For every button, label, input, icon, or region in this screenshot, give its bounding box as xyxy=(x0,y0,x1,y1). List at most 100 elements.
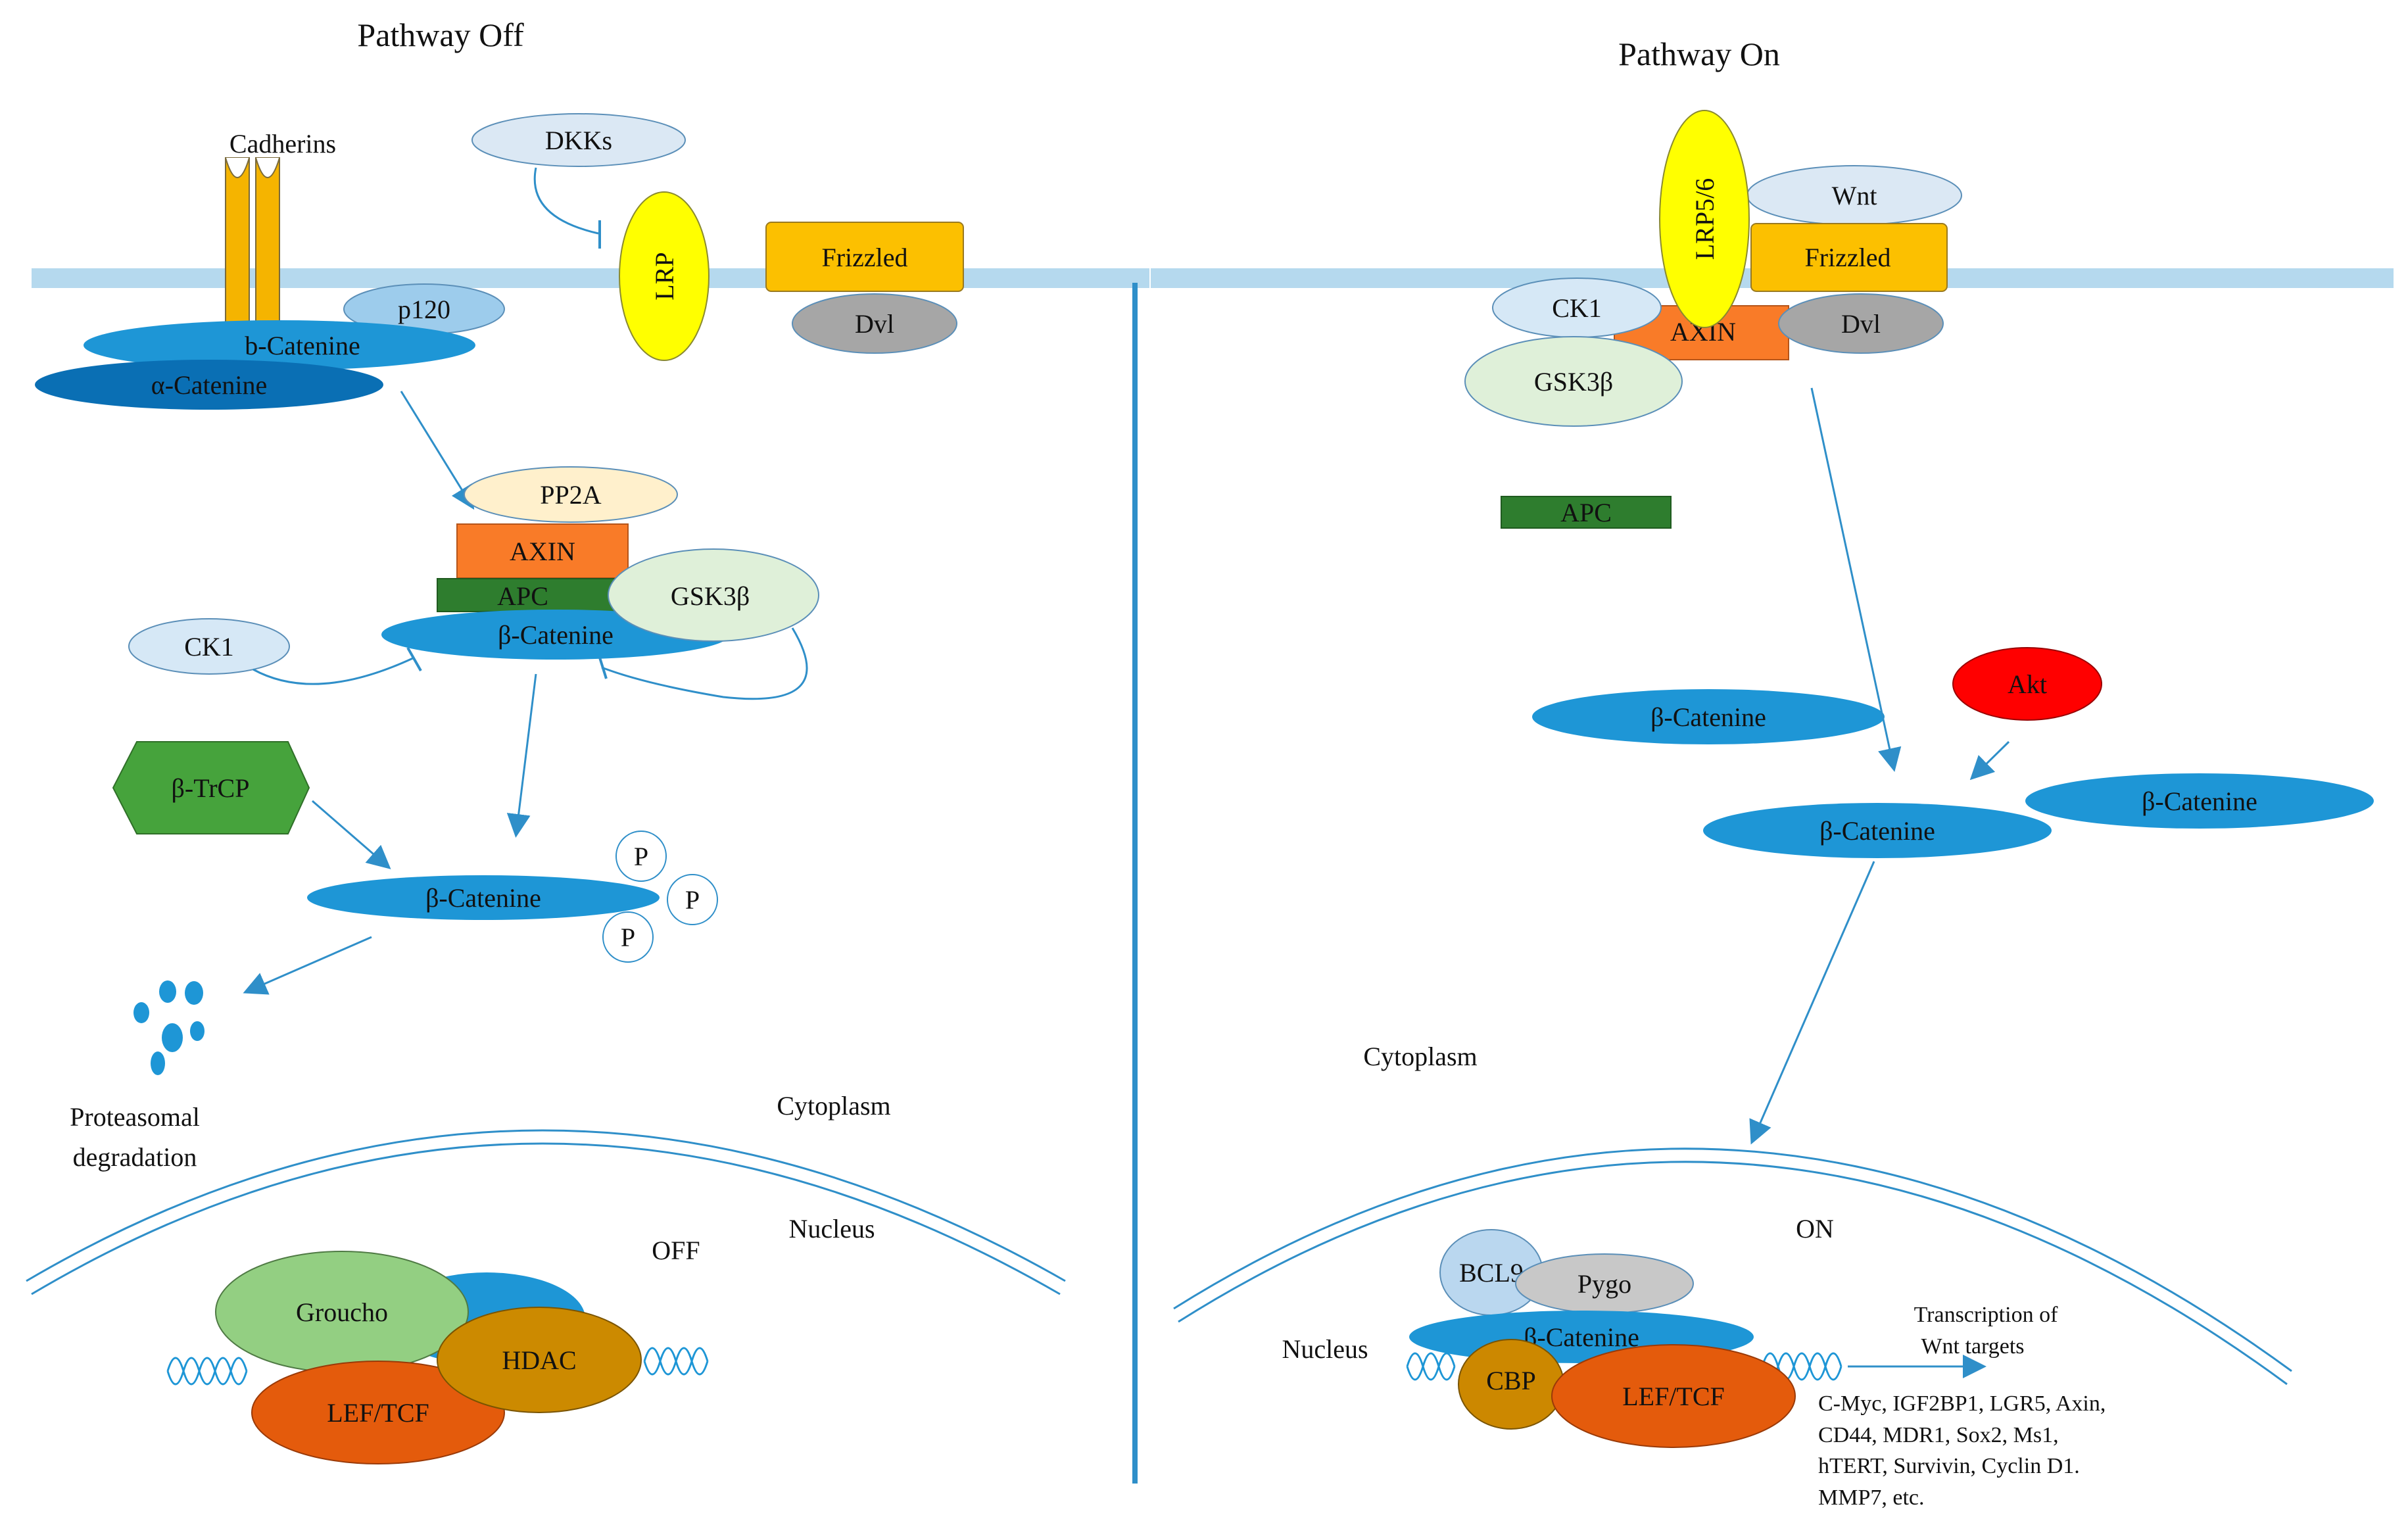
nuclear-envelope-off xyxy=(26,1129,1066,1282)
gsk3b-label-on: GSK3β xyxy=(1534,367,1613,397)
beta-catenine-free-1-label: β-Catenine xyxy=(1650,702,1766,732)
gsk3b-inhibition-line xyxy=(601,627,808,700)
dvl-label-off: Dvl xyxy=(855,309,894,339)
off-label: OFF xyxy=(652,1236,700,1265)
wnt-targets-label: Wnt targets xyxy=(1921,1334,2024,1359)
beta-catenine-nuclear-on-label: β-Catenine xyxy=(1524,1322,1639,1352)
nuclear-envelope-off-inner xyxy=(31,1142,1061,1295)
dvl-node-off xyxy=(792,293,957,354)
arrow-catenine-to-nucleus xyxy=(1749,861,1875,1145)
target-genes-line-1: C-Myc, IGF2BP1, LGR5, Axin, xyxy=(1818,1391,2106,1416)
nucleus-label-on: Nucleus xyxy=(1282,1334,1368,1364)
phosphate-groups: P P P xyxy=(602,831,718,963)
frizzled-node-off xyxy=(765,222,964,292)
lrp56-node xyxy=(1659,110,1750,328)
dkks-label: DKKs xyxy=(545,126,612,155)
groucho-label: Groucho xyxy=(296,1297,388,1327)
ck1-node-off xyxy=(128,618,290,675)
arrow-complex-to-catenine xyxy=(1810,387,1902,772)
frizzled-node-on xyxy=(1750,223,1948,292)
degradation-label: degradation xyxy=(73,1142,197,1172)
inhibition-bar xyxy=(406,647,422,671)
inhibition-bar xyxy=(598,657,608,679)
cell-membrane-left xyxy=(32,268,1149,288)
transcription-label: Transcription of xyxy=(1914,1303,2058,1327)
apc-label-on: APC xyxy=(1560,498,1612,527)
phosphate-label-2: P xyxy=(685,885,700,915)
arrow-to-phospho-catenine xyxy=(506,673,537,838)
lrp56-label: LRP5/6 xyxy=(1690,178,1720,260)
lrp-label: LRP xyxy=(650,252,679,300)
lef-tcf-label-off: LEF/TCF xyxy=(327,1398,429,1428)
alpha-catenine-node xyxy=(35,360,383,410)
lrp-node xyxy=(619,191,710,361)
cadherins-label: Cadherins xyxy=(229,129,336,158)
frizzled-label-on: Frizzled xyxy=(1804,243,1890,272)
nucleus-label-off: Nucleus xyxy=(788,1214,875,1243)
hdac-label: HDAC xyxy=(502,1345,576,1375)
on-label: ON xyxy=(1796,1214,1834,1243)
target-genes-line-4: MMP7, etc. xyxy=(1818,1485,1925,1510)
hdac-node xyxy=(437,1307,642,1413)
akt-label: Akt xyxy=(2008,669,2047,699)
beta-catenine-free-3-label: β-Catenine xyxy=(2142,786,2257,816)
dna-helix-icon xyxy=(166,1347,709,1386)
phosphate-label-1: P xyxy=(634,842,648,871)
target-genes-line-3: hTERT, Survivin, Cyclin D1. xyxy=(1818,1454,2080,1478)
lef-tcf-node-on xyxy=(1551,1344,1796,1448)
axin-node-off xyxy=(456,523,629,579)
beta-catenine-free-3 xyxy=(2025,773,2374,829)
cadherin-receptors xyxy=(225,157,280,337)
arrow-to-destruction-complex xyxy=(400,391,475,510)
beta-trcp-label: β-TrCP xyxy=(172,773,250,803)
arrow-to-degradation xyxy=(243,936,372,995)
cytoplasm-label-on: Cytoplasm xyxy=(1363,1042,1477,1071)
beta-catenine-free-2 xyxy=(1703,803,2052,858)
apc-label-off: APC xyxy=(497,581,548,611)
pygo-label: Pygo xyxy=(1577,1269,1631,1299)
nuclear-envelope-on-inner xyxy=(1178,1161,2288,1386)
frizzled-label-off: Frizzled xyxy=(821,243,907,272)
beta-catenine-free-2-label: β-Catenine xyxy=(1819,816,1935,846)
proteasome-fragments-icon xyxy=(133,980,205,1075)
dkks-inhibition-line xyxy=(533,167,599,235)
gsk3b-node-off xyxy=(608,548,819,642)
dkks-node xyxy=(471,113,686,167)
cytoplasm-label-off: Cytoplasm xyxy=(777,1091,890,1121)
alpha-catenine-label: α-Catenine xyxy=(151,370,267,400)
beta-trcp-node xyxy=(112,741,310,834)
dvl-label-on: Dvl xyxy=(1841,309,1881,339)
akt-node xyxy=(1952,647,2102,721)
nuclear-envelope-on xyxy=(1173,1147,2292,1372)
ck1-label-off: CK1 xyxy=(184,632,234,662)
lef-tcf-label-on: LEF/TCF xyxy=(1622,1382,1725,1411)
apc-node-on xyxy=(1501,496,1672,529)
p120-label: p120 xyxy=(398,295,450,324)
pp2a-label: PP2A xyxy=(540,480,601,510)
beta-catenine-phospho-node xyxy=(307,875,660,920)
ck1-inhibition-line xyxy=(253,656,415,685)
pathway-divider xyxy=(1132,283,1138,1484)
lef-tcf-node-off xyxy=(251,1361,505,1464)
beta-catenine-phospho-label: β-Catenine xyxy=(425,883,541,913)
title-pathway-off: Pathway Off xyxy=(357,16,524,53)
gsk3b-label-off: GSK3β xyxy=(671,581,750,611)
target-genes-line-2: CD44, MDR1, Sox2, Ms1, xyxy=(1818,1423,2059,1447)
ck1-label-on: CK1 xyxy=(1552,293,1602,323)
bcl9-label: BCL9 xyxy=(1459,1258,1524,1288)
cbp-label: CBP xyxy=(1486,1366,1536,1395)
phosphate-label-3: P xyxy=(621,923,635,952)
axin-label-off: AXIN xyxy=(510,537,575,566)
proteasomal-label: Proteasomal xyxy=(70,1102,200,1132)
pp2a-node xyxy=(464,466,678,523)
dvl-node-on xyxy=(1778,293,1944,354)
title-pathway-on: Pathway On xyxy=(1618,36,1780,72)
apc-node-off xyxy=(437,578,615,612)
gsk3b-node-on xyxy=(1464,336,1683,427)
beta-catenine-free-1 xyxy=(1532,689,1885,744)
beta-catenine-membrane-node xyxy=(84,320,475,370)
arrow-akt-to-catenine xyxy=(1969,740,2010,781)
wnt-label: Wnt xyxy=(1832,181,1877,210)
beta-catenine-complex-label: β-Catenine xyxy=(498,620,614,650)
